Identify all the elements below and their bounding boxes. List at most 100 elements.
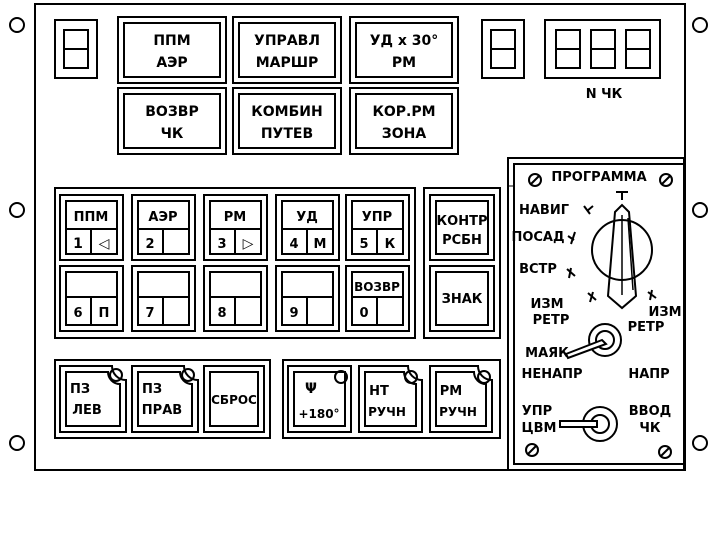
key-number: 0 xyxy=(359,306,368,321)
napr-label: НАПР xyxy=(628,367,669,382)
indicator-lamp-icon xyxy=(109,368,123,382)
mode-label-navig: НАВИГ xyxy=(519,203,569,218)
button-label: КОР.РМ xyxy=(372,104,435,120)
ppm-aer-button[interactable]: ППМ АЭР xyxy=(117,16,227,84)
button-label: КОМБИН xyxy=(251,104,322,120)
program-panel: ПРОГРАММА НАВИГ ПОСАД ВСТР ИЗМ РЕТР xyxy=(507,157,685,471)
side-button-frame xyxy=(423,187,501,339)
button-label: ПРАВ xyxy=(142,403,182,418)
screw-icon xyxy=(9,17,25,33)
n-chk-display: N ЧК xyxy=(544,19,661,102)
key-sub-label: К xyxy=(385,237,396,252)
button-label: РМ xyxy=(440,384,462,399)
key-number: 7 xyxy=(145,306,154,321)
chk-label: ЧК xyxy=(639,421,661,436)
top-button-grid: ППМ АЭР УПРАВЛ МАРШР УД х 30° РМ ВОЗВР Ч… xyxy=(117,16,459,155)
keypad: ППМ 1 ◁ АЭР 2 РМ 3 ▷ УД 4 М УПР xyxy=(59,194,410,332)
nenapr-label: НЕНАПР xyxy=(521,367,582,382)
n-chk-label: N ЧК xyxy=(586,87,623,102)
button-label: СБРОС xyxy=(211,393,257,407)
key-top-label: УД xyxy=(296,210,318,225)
pz-lev-button[interactable]: ПЗ ЛЕВ xyxy=(59,365,127,433)
upr-cvm-toggle-switch[interactable] xyxy=(559,406,618,442)
ud-30-rm-button[interactable]: УД х 30° РМ xyxy=(349,16,459,84)
button-label: РМ xyxy=(392,55,416,71)
panel-screw-icon xyxy=(525,443,539,457)
keypad-key-1[interactable]: ППМ 1 ◁ xyxy=(59,194,124,261)
keypad-key-2[interactable]: АЭР 2 xyxy=(131,194,196,261)
key-sub-label: ◁ xyxy=(99,236,110,252)
keypad-key-8[interactable]: 8 xyxy=(203,265,268,332)
indicator-lamp-icon xyxy=(404,370,418,384)
mayak-label: МАЯК xyxy=(525,346,569,361)
key-sub-label: П xyxy=(99,306,110,321)
program-rotary-knob[interactable] xyxy=(591,191,653,310)
key-top-label: ППМ xyxy=(74,210,109,225)
button-label: КОНТР xyxy=(437,214,488,229)
digit-display-right-single xyxy=(481,19,525,79)
keypad-key-7[interactable]: 7 xyxy=(131,265,196,332)
kor-rm-zona-button[interactable]: КОР.РМ ЗОНА xyxy=(349,87,459,155)
keypad-frame xyxy=(54,187,416,339)
button-label: УПРАВЛ xyxy=(254,33,320,49)
rm-ruchn-button[interactable]: РМ РУЧН xyxy=(429,365,493,433)
keypad-key-6[interactable]: 6 П xyxy=(59,265,124,332)
kontr-rsbn-button[interactable]: КОНТР РСБН xyxy=(429,194,495,261)
keypad-key-0[interactable]: ВОЗВР 0 xyxy=(345,265,410,332)
button-label: РУЧН xyxy=(368,405,406,419)
key-number: 4 xyxy=(289,237,298,252)
key-number: 3 xyxy=(217,237,226,252)
keypad-key-9[interactable]: 9 xyxy=(275,265,340,332)
vvod-label: ВВОД xyxy=(629,404,671,419)
button-label: ППМ xyxy=(153,33,190,49)
upravl-marshr-button[interactable]: УПРАВЛ МАРШР xyxy=(232,16,342,84)
button-label: ЗОНА xyxy=(382,126,427,142)
key-number: 5 xyxy=(359,237,368,252)
key-number: 8 xyxy=(217,306,226,321)
button-label: УД х 30° xyxy=(370,33,439,49)
key-top-label: ВОЗВР xyxy=(354,280,400,294)
bottom-left-frame xyxy=(54,359,271,439)
keypad-key-3[interactable]: РМ 3 ▷ xyxy=(203,194,268,261)
psi-180-button[interactable]: Ψ +180° xyxy=(287,365,352,433)
vozvr-chk-button[interactable]: ВОЗВР ЧК xyxy=(117,87,227,155)
pz-prav-button[interactable]: ПЗ ПРАВ xyxy=(131,365,199,433)
button-label: РУЧН xyxy=(439,405,477,419)
retr-label-right: РЕТР xyxy=(628,320,665,335)
mayak-toggle-switch[interactable] xyxy=(564,323,622,360)
keypad-key-4[interactable]: УД 4 М xyxy=(275,194,340,261)
button-label: ПЗ xyxy=(142,382,162,397)
screw-icon xyxy=(692,17,708,33)
panel-screw-icon xyxy=(528,173,542,187)
key-top-label: РМ xyxy=(224,210,246,225)
button-label: АЭР xyxy=(156,55,187,71)
panel-screw-icon xyxy=(659,173,673,187)
izm-label-right: ИЗМ xyxy=(648,305,681,320)
button-label: ПЗ xyxy=(70,382,90,397)
program-title: ПРОГРАММА xyxy=(551,170,646,185)
mode-label-posad: ПОСАД xyxy=(511,230,564,245)
key-sub-label: ▷ xyxy=(243,236,254,252)
nt-ruchn-button[interactable]: НТ РУЧН xyxy=(358,365,423,433)
screw-icon xyxy=(692,202,708,218)
selector-tick-marks xyxy=(566,205,657,303)
digit-display-left xyxy=(54,19,98,79)
znak-button[interactable]: ЗНАК xyxy=(429,265,495,332)
indicator-lamp-icon xyxy=(181,368,195,382)
indicator-lamp-icon xyxy=(477,370,491,384)
button-label: РСБН xyxy=(442,233,482,248)
key-number: 2 xyxy=(145,237,154,252)
key-top-label: АЭР xyxy=(148,210,177,225)
button-label: НТ xyxy=(369,384,389,399)
screw-icon xyxy=(9,202,25,218)
sbros-button[interactable]: СБРОС xyxy=(203,365,265,433)
kombin-putev-button[interactable]: КОМБИН ПУТЕВ xyxy=(232,87,342,155)
key-number: 9 xyxy=(289,306,298,321)
screw-icon xyxy=(9,435,25,451)
screw-icon xyxy=(692,435,708,451)
button-label: МАРШР xyxy=(256,55,319,71)
keypad-key-5[interactable]: УПР 5 К xyxy=(345,194,410,261)
button-label: ЧК xyxy=(161,126,184,142)
retr-label-left: РЕТР xyxy=(533,313,570,328)
